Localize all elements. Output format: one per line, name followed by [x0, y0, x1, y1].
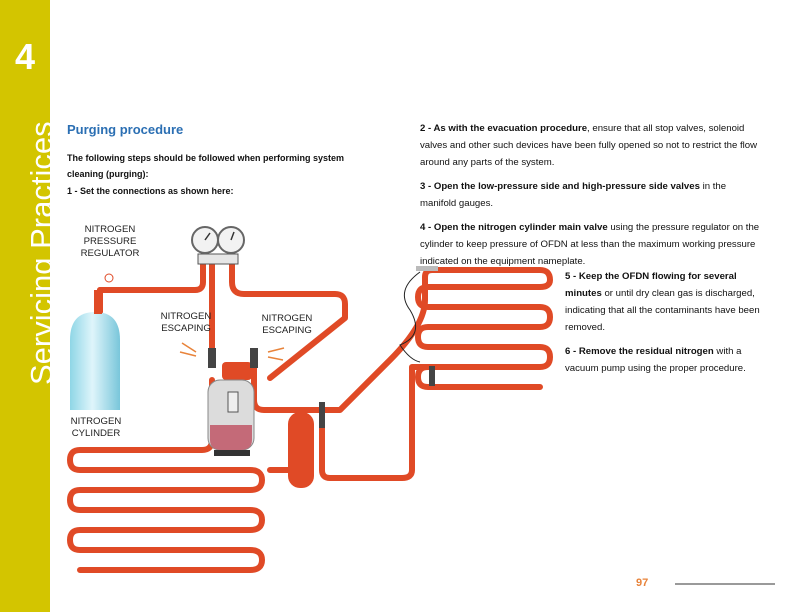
- step-2-text: , ensure that all stop valves, solenoid …: [420, 123, 758, 168]
- steps-lower: 5 - Keep the OFDN flowing for several mi…: [565, 268, 765, 384]
- label-cylinder: NITROGEN CYLINDER: [60, 416, 132, 440]
- step-6-lead: 6 - Remove the residual nitrogen: [565, 346, 714, 357]
- hose-regulator-manifold: [97, 259, 206, 293]
- label-regulator: NITROGEN PRESSURE REGULATOR: [74, 224, 146, 260]
- nitrogen-cylinder-icon: [70, 290, 120, 410]
- label-regulator-line-3: REGULATOR: [80, 248, 140, 259]
- step-5-lead: 5 - Keep the OFDN flowing for several mi…: [565, 271, 737, 299]
- step-3-lead: 3 - Open the low-pressure side and high-…: [420, 181, 700, 192]
- label-escaping-right: NITROGEN ESCAPING: [253, 313, 321, 337]
- pipe-suction: [67, 377, 265, 573]
- label-escaping-left-line-1: NITROGEN: [160, 311, 212, 322]
- receiver-drier-icon: [288, 412, 314, 488]
- capillary-wire: [399, 271, 421, 363]
- chapter-number: 4: [14, 36, 36, 77]
- step-3-text: in the manifold gauges.: [420, 181, 727, 209]
- pipe-discharge: [251, 267, 553, 413]
- label-escaping-right-line-1: NITROGEN: [261, 313, 313, 324]
- label-escaping-left: NITROGEN ESCAPING: [152, 311, 220, 335]
- steps-upper: 2 - As with the evacuation procedure, en…: [420, 120, 760, 277]
- step-6: 6 - Remove the residual nitrogen with a …: [565, 343, 765, 377]
- compressor-icon: [207, 362, 255, 456]
- step-6-text: with a vacuum pump using the proper proc…: [565, 346, 746, 374]
- step-2: 2 - As with the evacuation procedure, en…: [420, 120, 760, 171]
- step-4-lead: 4 - Open the nitrogen cylinder main valv…: [420, 222, 608, 233]
- label-regulator-line-2: PRESSURE: [83, 236, 137, 247]
- chapter-sidebar: 4 Servicing Practices: [0, 0, 59, 612]
- label-escaping-left-line-2: ESCAPING: [161, 323, 211, 334]
- condenser-coil: [415, 284, 553, 390]
- intro-text: The following steps should be followed w…: [67, 153, 345, 179]
- page-number: 97: [636, 577, 649, 589]
- section-heading: Purging procedure: [67, 122, 184, 137]
- manifold-gauges-icon: [191, 226, 245, 265]
- service-valves-icon: [208, 348, 435, 428]
- footer-rule: [675, 583, 775, 585]
- step-5: 5 - Keep the OFDN flowing for several mi…: [565, 268, 765, 336]
- step-1: 1 - Set the connections as shown here:: [67, 186, 234, 196]
- label-cylinder-line-1: NITROGEN: [70, 416, 122, 427]
- hose-manifold-right: [229, 259, 348, 381]
- step-4: 4 - Open the nitrogen cylinder main valv…: [420, 219, 760, 270]
- step-5-text: or until dry clean gas is discharged, in…: [565, 288, 760, 333]
- escape-lines-icon: [179, 342, 285, 361]
- step-4-text: using the pressure regulator on the cyli…: [420, 222, 760, 267]
- step-3: 3 - Open the low-pressure side and high-…: [420, 178, 760, 212]
- label-escaping-right-line-2: ESCAPING: [262, 325, 312, 336]
- label-cylinder-line-2: CYLINDER: [71, 428, 121, 439]
- step-2-lead: 2 - As with the evacuation procedure: [420, 123, 588, 134]
- label-regulator-line-1: NITROGEN: [84, 224, 136, 235]
- regulator-gauge-icon: [104, 273, 114, 283]
- pipe-liquid-line: [319, 364, 433, 481]
